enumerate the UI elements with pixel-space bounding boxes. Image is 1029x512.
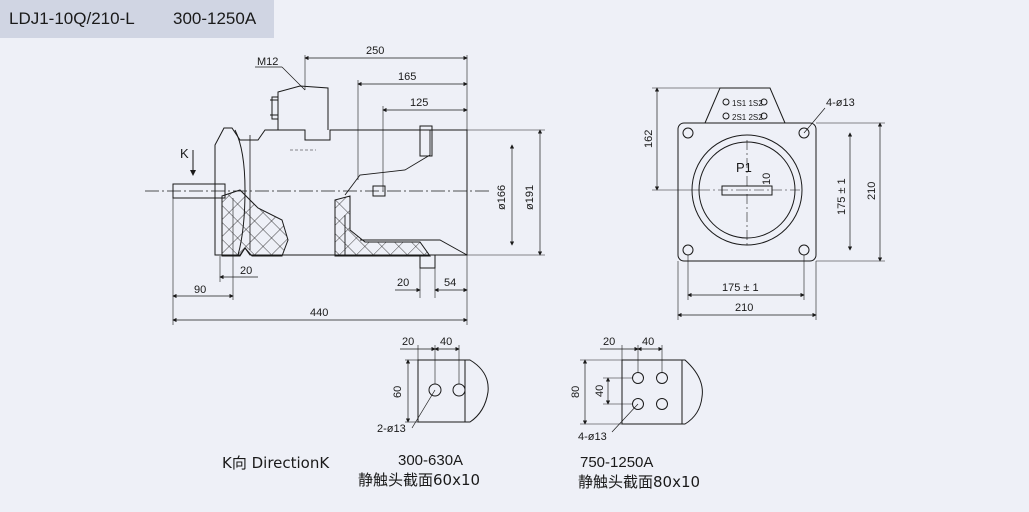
cs-dim-60: 60 bbox=[392, 386, 404, 398]
p1-label: P1 bbox=[736, 160, 752, 175]
dim-210-horizontal: 210 bbox=[735, 302, 753, 314]
contact-small-outline bbox=[417, 359, 489, 423]
front-hole-tl bbox=[682, 127, 694, 139]
side-foot bbox=[419, 255, 436, 269]
cs-holes-label: 2-ø13 bbox=[377, 423, 406, 435]
terminal-screw-4 bbox=[760, 112, 768, 120]
front-flange-square bbox=[677, 122, 817, 262]
dim-162: 162 bbox=[643, 130, 655, 148]
side-cavity-line bbox=[344, 130, 431, 196]
front-holes-label: 4-ø13 bbox=[826, 97, 855, 109]
dim-125: 125 bbox=[410, 97, 428, 109]
contact-small-hole-2 bbox=[452, 383, 466, 397]
cl-holes-leader bbox=[611, 403, 639, 433]
cl-section-label: 静触头截面80x10 bbox=[578, 473, 700, 491]
cs-holes-leader bbox=[411, 389, 436, 429]
cl-dim-20: 20 bbox=[603, 336, 615, 348]
dim-175-vertical: 175 ± 1 bbox=[836, 178, 848, 215]
dim-90: 90 bbox=[194, 284, 206, 296]
cl-dim-40-vertical: 40 bbox=[594, 385, 606, 397]
m12-label: M12 bbox=[257, 56, 278, 68]
cl-holes-label: 4-ø13 bbox=[578, 431, 607, 443]
dim-165: 165 bbox=[398, 71, 416, 83]
front-hole-br bbox=[798, 244, 810, 256]
cs-range-label: 300-630A bbox=[398, 452, 463, 469]
cs-section-label: 静触头截面60x10 bbox=[358, 471, 480, 489]
side-contact-rod bbox=[172, 183, 226, 199]
dim-20a: 20 bbox=[240, 265, 252, 277]
front-view-labels: 1S1 1S2 2S1 2S2 4-ø13 P1 162 10 175 ± 1 … bbox=[643, 97, 878, 314]
contact-large-drawing bbox=[580, 345, 703, 433]
dim-d191: ø191 bbox=[524, 185, 536, 210]
direction-caption: K向 DirectionK bbox=[222, 454, 330, 472]
dim-d166: ø166 bbox=[496, 185, 508, 210]
dim-54: 54 bbox=[444, 277, 456, 289]
dim-440: 440 bbox=[310, 307, 328, 319]
direction-k-label: K bbox=[180, 146, 189, 161]
side-view bbox=[145, 55, 545, 325]
terminal-screw-1 bbox=[722, 98, 730, 106]
contact-large-hole-3 bbox=[632, 398, 644, 410]
dim-10: 10 bbox=[761, 173, 773, 185]
cs-dim-20: 20 bbox=[402, 336, 414, 348]
contact-large-hole-4 bbox=[656, 398, 668, 410]
dim-175-horizontal: 175 ± 1 bbox=[722, 282, 759, 294]
front-view bbox=[652, 87, 885, 320]
holes-leader bbox=[803, 107, 826, 134]
contact-large-hole-2 bbox=[656, 372, 668, 384]
dim-210-vertical: 210 bbox=[866, 182, 878, 200]
side-inner-contact bbox=[372, 185, 386, 197]
model-title: LDJ1-10Q/210-L bbox=[9, 9, 135, 28]
side-view-labels: M12 K 250 165 125 ø166 ø191 20 90 20 54 … bbox=[180, 45, 536, 319]
front-hole-bl bbox=[682, 244, 694, 256]
dim-20b: 20 bbox=[397, 277, 409, 289]
contact-small-labels: 20 40 60 2-ø13 300-630A 静触头截面60x10 bbox=[358, 336, 480, 489]
cs-dim-40: 40 bbox=[440, 336, 452, 348]
side-hatch-right bbox=[334, 195, 431, 257]
side-hatch-left bbox=[221, 189, 289, 257]
side-top-boss bbox=[277, 85, 329, 130]
front-terminal-block bbox=[704, 87, 786, 124]
terminal-row1: 1S1 1S2 bbox=[732, 99, 763, 108]
front-hole-tr bbox=[798, 127, 810, 139]
contact-large-labels: 20 40 80 40 4-ø13 750-1250A 静触头截面80x10 bbox=[570, 336, 700, 491]
cl-dim-80: 80 bbox=[570, 386, 582, 398]
dim-250: 250 bbox=[366, 45, 384, 57]
cl-dim-40: 40 bbox=[642, 336, 654, 348]
contact-large-hole-1 bbox=[632, 372, 644, 384]
cl-range-label: 750-1250A bbox=[580, 454, 653, 471]
contact-large-outline bbox=[621, 359, 703, 425]
terminal-screw-2 bbox=[760, 98, 768, 106]
current-range-title: 300-1250A bbox=[173, 9, 257, 28]
side-tab bbox=[419, 125, 433, 157]
terminal-row2: 2S1 2S2 bbox=[732, 113, 763, 122]
title-bar: LDJ1-10Q/210-L 300-1250A bbox=[0, 0, 274, 38]
terminal-screw-3 bbox=[722, 112, 730, 120]
contact-small-drawing bbox=[400, 345, 489, 429]
m12-leader bbox=[281, 66, 306, 91]
side-stud-block bbox=[271, 96, 279, 120]
